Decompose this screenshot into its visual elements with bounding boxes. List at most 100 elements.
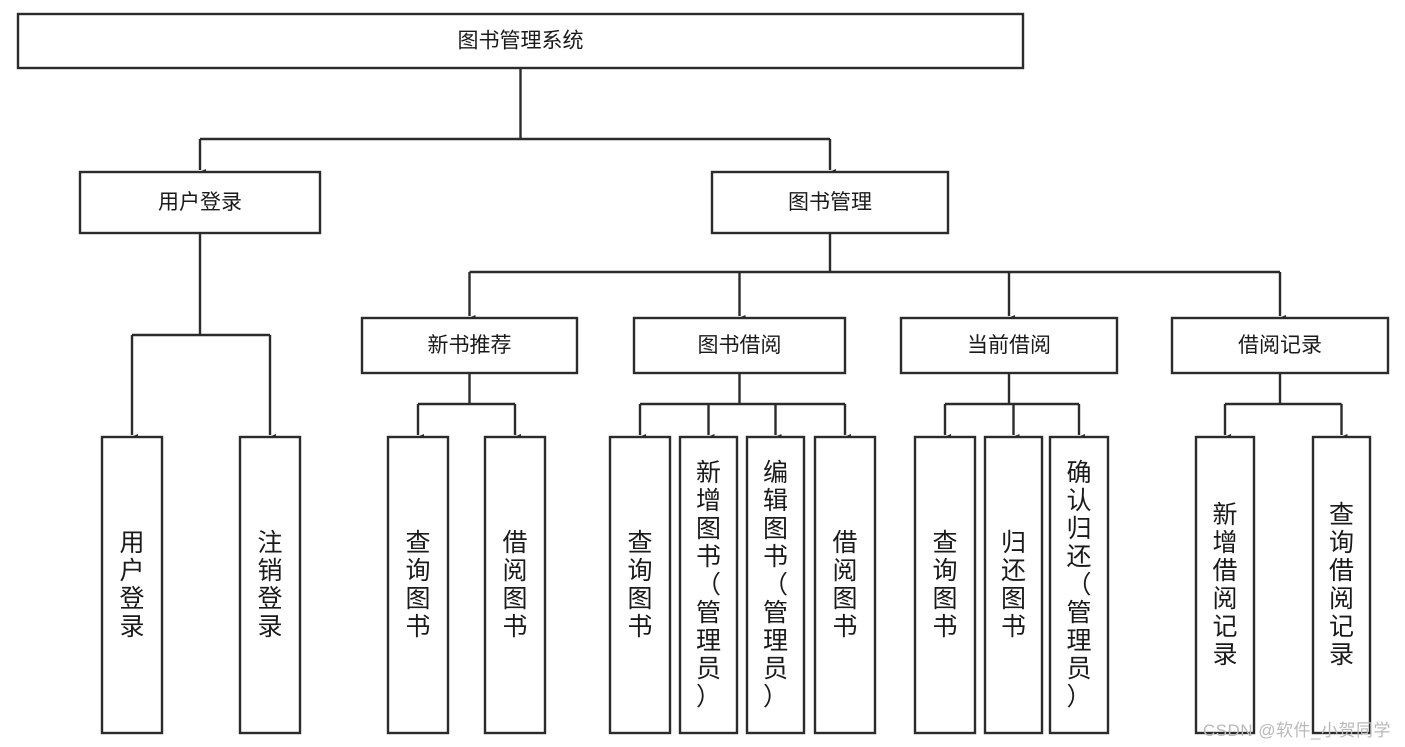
leaf-node-5-rect[interactable] <box>678 435 739 735</box>
leaf-node-2-rect[interactable] <box>386 435 450 735</box>
leaf-node-0-label-char: 用 <box>119 529 144 557</box>
leaf-node-11-label-char: 借 <box>1212 557 1237 585</box>
leaf-node-7-label-char: 借 <box>832 529 857 557</box>
leaf-node-2-label-char: 查 <box>405 529 430 557</box>
leaf-node-0-label-char: 户 <box>119 557 144 585</box>
leaf-node-1-rect[interactable] <box>238 435 302 735</box>
node-boxes: 图书管理系统用户登录图书管理新书推荐图书借阅当前借阅借阅记录用户登录注销登录查询… <box>16 12 1390 735</box>
leaf-node-11-label-char: 录 <box>1212 641 1237 669</box>
level2-node-1[interactable]: 图书管理 <box>710 170 950 235</box>
leaf-node-10-rect[interactable] <box>1048 435 1110 735</box>
root-node-tushu-guanli-xitong-rect[interactable] <box>16 12 1025 70</box>
leaf-node-9-label-char: 书 <box>1001 613 1026 641</box>
level3-node-1-rect[interactable] <box>632 316 847 375</box>
leaf-node-4-label-char: 书 <box>627 613 652 641</box>
leaf-node-7-label-char: 阅 <box>832 557 857 585</box>
level2-node-0-label: 用户登录 <box>158 191 242 214</box>
leaf-node-10-label-char: 管 <box>1066 599 1091 627</box>
leaf-node-8-label-char: 书 <box>932 613 957 641</box>
leaf-node-12-rect[interactable] <box>1311 435 1372 735</box>
leaf-node-6-label-char: 员 <box>763 655 788 683</box>
leaf-node-5-label-char: 书 <box>696 543 721 571</box>
leaf-node-11-rect[interactable] <box>1194 435 1256 735</box>
leaf-node-10-label-char: 还 <box>1066 543 1091 571</box>
leaf-node-0-label-char: 登 <box>119 585 144 613</box>
leaf-node-8-label-char: 图 <box>932 585 957 613</box>
level2-node-0-rect[interactable] <box>78 170 322 235</box>
connector-edges <box>126 68 1348 444</box>
leaf-node-4-label-char: 询 <box>627 557 652 585</box>
level3-node-2-rect[interactable] <box>899 316 1119 375</box>
leaf-node-10-label-char: 认 <box>1066 487 1091 515</box>
leaf-node-6-label-char: （ <box>763 571 788 599</box>
leaf-node-10-label-char: 理 <box>1066 627 1091 655</box>
leaf-node-12-label-char: 录 <box>1329 641 1354 669</box>
leaf-node-1-label-char: 销 <box>257 557 282 585</box>
leaf-node-1-label-char: 录 <box>257 613 282 641</box>
leaf-node-5-label-char: 增 <box>696 487 721 515</box>
leaf-node-6-label-char: 辑 <box>763 487 788 515</box>
leaf-node-9-rect[interactable] <box>983 435 1044 735</box>
leaf-node-6-label-char: 编 <box>763 459 788 487</box>
leaf-node-4-label-char: 查 <box>627 529 652 557</box>
leaf-node-10-label-char: 员 <box>1066 655 1091 683</box>
leaf-node-6-label-char: 图 <box>763 515 788 543</box>
leaf-node-7-label-char: 图 <box>832 585 857 613</box>
leaf-node-11-label-char: 新 <box>1212 501 1237 529</box>
leaf-node-3-label-char: 借 <box>502 529 527 557</box>
leaf-node-1-label-char: 注 <box>257 529 282 557</box>
leaf-node-10-label-char: ） <box>1066 683 1091 711</box>
leaf-node-7-rect[interactable] <box>813 435 877 735</box>
leaf-node-11-label-char: 记 <box>1212 613 1237 641</box>
level3-node-0[interactable]: 新书推荐 <box>360 316 579 375</box>
leaf-node-11-label-char: 增 <box>1212 529 1237 557</box>
level3-node-3[interactable]: 借阅记录 <box>1170 316 1390 375</box>
leaf-node-3-label-char: 图 <box>502 585 527 613</box>
leaf-node-3-label-char: 书 <box>502 613 527 641</box>
leaf-node-10-label-char: 归 <box>1066 515 1091 543</box>
level3-node-0-rect[interactable] <box>360 316 579 375</box>
leaf-node-4-rect[interactable] <box>608 435 672 735</box>
leaf-node-0-rect[interactable] <box>100 435 164 735</box>
leaf-node-8-label-char: 询 <box>932 557 957 585</box>
leaf-node-6-label-char: 书 <box>763 543 788 571</box>
leaf-node-6-label-char: 管 <box>763 599 788 627</box>
leaf-node-0[interactable]: 用户登录 <box>100 435 164 735</box>
leaf-node-12-label-char: 阅 <box>1329 585 1354 613</box>
leaf-node-5-label-char: 新 <box>696 459 721 487</box>
level2-node-0[interactable]: 用户登录 <box>78 170 322 235</box>
level3-node-1[interactable]: 图书借阅 <box>632 316 847 375</box>
leaf-node-1-label-char: 登 <box>257 585 282 613</box>
root-node-tushu-guanli-xitong[interactable]: 图书管理系统 <box>16 12 1025 70</box>
level3-node-3-rect[interactable] <box>1170 316 1390 375</box>
leaf-node-5-label-char: 图 <box>696 515 721 543</box>
leaf-node-0-label-char: 录 <box>119 613 144 641</box>
leaf-node-10-label-char: （ <box>1066 571 1091 599</box>
root-node-tushu-guanli-xitong-label: 图书管理系统 <box>458 30 584 53</box>
level3-node-0-label: 新书推荐 <box>428 334 512 357</box>
leaf-node-6-label-char: 理 <box>763 627 788 655</box>
level2-node-1-rect[interactable] <box>710 170 950 235</box>
leaf-node-2-label-char: 图 <box>405 585 430 613</box>
level3-node-2[interactable]: 当前借阅 <box>899 316 1119 375</box>
leaf-node-3-rect[interactable] <box>483 435 547 735</box>
leaf-node-6-rect[interactable] <box>745 435 806 735</box>
level3-node-1-label: 图书借阅 <box>698 334 782 357</box>
leaf-node-5-label-char: （ <box>696 571 721 599</box>
leaf-node-7-label-char: 书 <box>832 613 857 641</box>
leaf-node-9-label-char: 归 <box>1001 529 1026 557</box>
leaf-node-8-rect[interactable] <box>913 435 977 735</box>
